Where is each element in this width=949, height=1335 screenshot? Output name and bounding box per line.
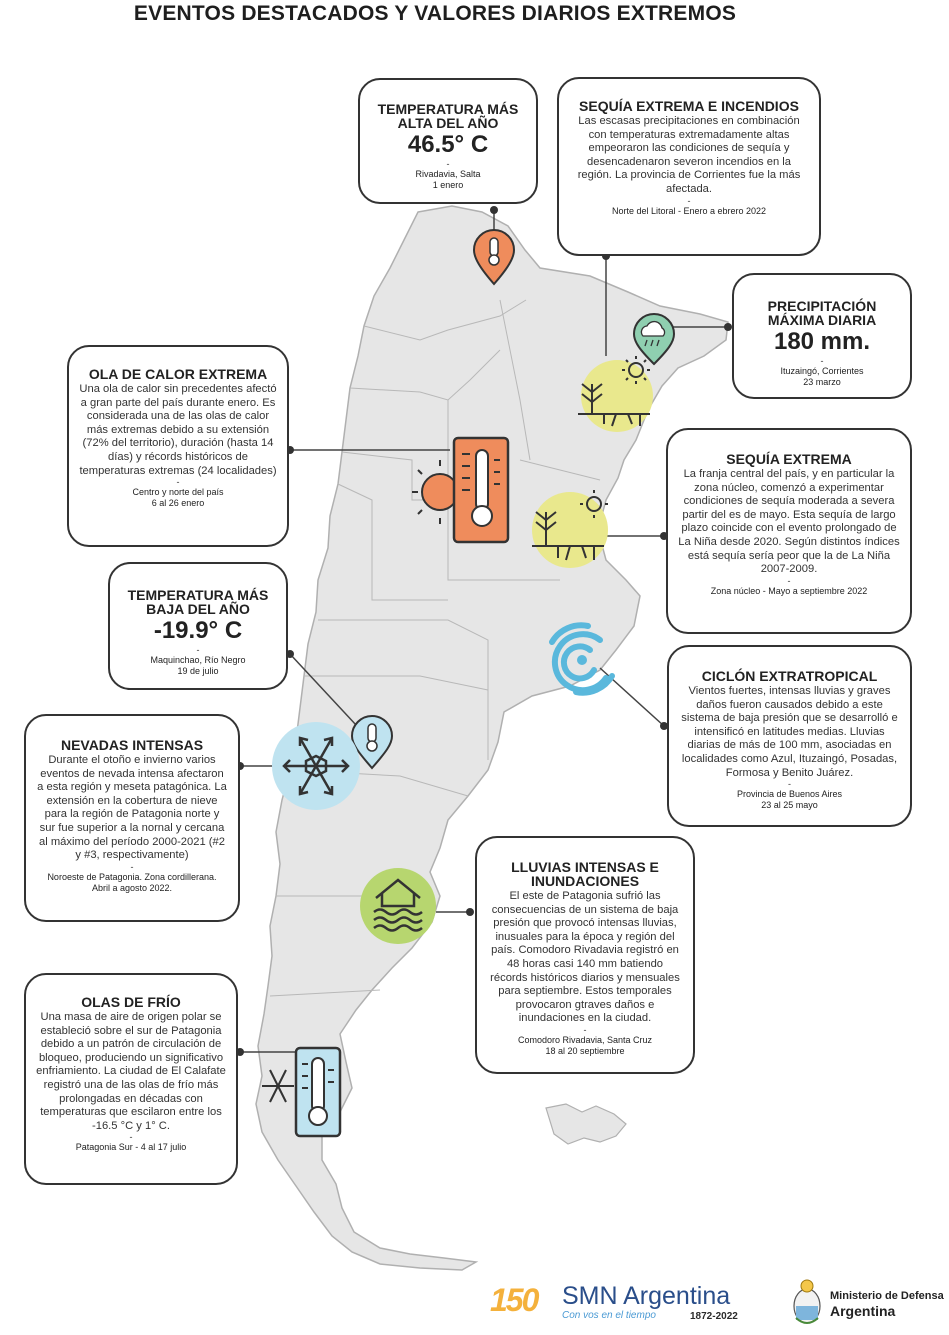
- olas-frio-source: Patagonia Sur - 4 al 17 julio: [75, 1142, 187, 1153]
- temp-min-date: 19 de julio: [177, 666, 219, 676]
- smn-years: 1872-2022: [690, 1311, 738, 1322]
- ciclon-card: CICLÓN EXTRATROPICAL Vientos fuertes, in…: [667, 645, 912, 827]
- ola-calor-card: OLA DE CALOR EXTREMA Una ola de calor si…: [67, 345, 289, 547]
- lluvias-body: El este de Patagonia sufrió las consecue…: [490, 890, 680, 1025]
- page-title: EVENTOS DESTACADOS Y VALORES DIARIOS EXT…: [133, 2, 737, 25]
- ciclon-date: 23 al 25 mayo: [761, 800, 818, 811]
- ciclon-title: CICLÓN EXTRATROPICAL: [701, 668, 878, 684]
- olas-frio-card: OLAS DE FRÍO Una masa de aire de origen …: [24, 973, 238, 1185]
- coat-of-arms-icon: [793, 1279, 821, 1324]
- lluvias-location: Comodoro Rivadavia, Santa Cruz: [517, 1034, 653, 1045]
- precip-max-card: PRECIPITACIÓN MÁXIMA DIARIA 180 mm. - It…: [732, 273, 912, 399]
- temp-min-dash: -: [196, 645, 200, 655]
- olas-frio-title: OLAS DE FRÍO: [81, 994, 181, 1010]
- temp-max-date: 1 enero: [432, 180, 464, 190]
- temp-min-title: TEMPERATURA MÁS BAJA DEL AÑO: [127, 587, 269, 617]
- precip-max-location: Ituzaingó, Corrientes: [780, 366, 864, 376]
- argentina-territory: [255, 205, 729, 1271]
- smn-logo: 150 SMN Argentina Con vos en el tiempo 1…: [490, 1278, 750, 1328]
- cold-wave-thermometer-icon: [262, 1046, 342, 1138]
- sequia-incendios-dash: -: [687, 195, 691, 206]
- nevadas-date: Abril a agosto 2022.: [91, 882, 173, 893]
- smn-tagline: Con vos en el tiempo: [562, 1310, 656, 1321]
- ministry-line1: Ministerio de Defensa: [830, 1290, 944, 1302]
- ola-calor-body: Una ola de calor sin precedentes afectó …: [79, 383, 277, 477]
- nevadas-title: NEVADAS INTENSAS: [60, 737, 204, 753]
- precip-max-date: 23 marzo: [803, 377, 841, 387]
- lluvias-dash: -: [583, 1024, 587, 1035]
- ciclon-body: Vientos fuertes, intensas lluvias y grav…: [681, 685, 898, 779]
- nevadas-dash: -: [130, 861, 134, 872]
- nevadas-card: NEVADAS INTENSAS Durante el otoño e invi…: [24, 714, 240, 922]
- ola-calor-dash: -: [176, 477, 180, 488]
- temp-max-card: TEMPERATURA MÁS ALTA DEL AÑO 46.5° C - R…: [358, 78, 538, 204]
- sequia-incendios-source: Norte del Litoral - Enero a ebrero 2022: [611, 205, 767, 216]
- sequia-incendios-card: SEQUÍA EXTREMA E INCENDIOS Las escasas p…: [557, 77, 821, 256]
- flood-house-icon: [360, 868, 436, 944]
- temp-max-location: Rivadavia, Salta: [415, 169, 481, 179]
- sequia-extrema-dash: -: [787, 575, 791, 586]
- temp-max-title: TEMPERATURA MÁS ALTA DEL AÑO: [377, 101, 519, 131]
- precip-max-value: 180 mm.: [773, 328, 871, 355]
- ola-calor-location: Centro y norte del país: [132, 487, 224, 498]
- sequia-extrema-body: La franja central del país, y en particu…: [678, 468, 900, 576]
- heat-wave-thermometer-icon: [412, 436, 510, 544]
- malvinas-islands: [545, 1103, 627, 1145]
- snowflake-icon: [272, 722, 360, 810]
- rain-cloud-pin-icon: [632, 313, 676, 366]
- thermometer-pin-hot-icon: [472, 229, 516, 286]
- smn-name: SMN Argentina: [562, 1282, 731, 1310]
- sequia-incendios-title: SEQUÍA EXTREMA E INCENDIOS: [579, 98, 799, 114]
- nevadas-body: Durante el otoño e invierno varios event…: [37, 754, 227, 862]
- drought-center-icon: [532, 490, 608, 568]
- olas-frio-body: Una masa de aire de origen polar se esta…: [36, 1011, 226, 1132]
- smn-150-logo: 150: [490, 1282, 539, 1318]
- sequia-extrema-source: Zona núcleo - Mayo a septiembre 2022: [710, 585, 868, 596]
- sequia-extrema-card: SEQUÍA EXTREMA La franja central del paí…: [666, 428, 912, 634]
- temp-max-value: 46.5° C: [407, 131, 489, 158]
- ola-calor-title: OLA DE CALOR EXTREMA: [88, 366, 268, 382]
- lluvias-card: LLUVIAS INTENSAS E INUNDACIONES El este …: [475, 836, 695, 1074]
- lluvias-title: LLUVIAS INTENSAS E INUNDACIONES: [511, 859, 659, 889]
- ministry-logo: Ministerio de Defensa Argentina: [790, 1276, 944, 1328]
- sequia-incendios-body: Las escasas precipitaciones en combinaci…: [577, 115, 801, 195]
- temp-min-value: -19.9° C: [153, 617, 243, 644]
- olas-frio-dash: -: [129, 1132, 133, 1143]
- temp-min-card: TEMPERATURA MÁS BAJA DEL AÑO -19.9° C - …: [108, 562, 288, 690]
- ciclon-location: Provincia de Buenos Aires: [736, 789, 843, 800]
- precip-max-dash: -: [820, 356, 824, 366]
- nevadas-location: Noroeste de Patagonia. Zona cordillerana…: [47, 871, 217, 882]
- ministry-line2: Argentina: [830, 1303, 896, 1319]
- cyclone-icon: [549, 622, 615, 696]
- temp-min-location: Maquinchao, Río Negro: [150, 655, 246, 665]
- temp-max-dash: -: [446, 159, 450, 169]
- thermometer-pin-cold-icon: [350, 715, 394, 770]
- lluvias-date: 18 al 20 septiembre: [545, 1045, 625, 1056]
- drought-sun-tree-icon: [578, 356, 653, 432]
- ciclon-dash: -: [788, 779, 791, 790]
- ola-calor-date: 6 al 26 enero: [151, 498, 205, 509]
- sequia-extrema-title: SEQUÍA EXTREMA: [726, 451, 852, 467]
- precip-max-title: PRECIPITACIÓN MÁXIMA DIARIA: [767, 298, 877, 328]
